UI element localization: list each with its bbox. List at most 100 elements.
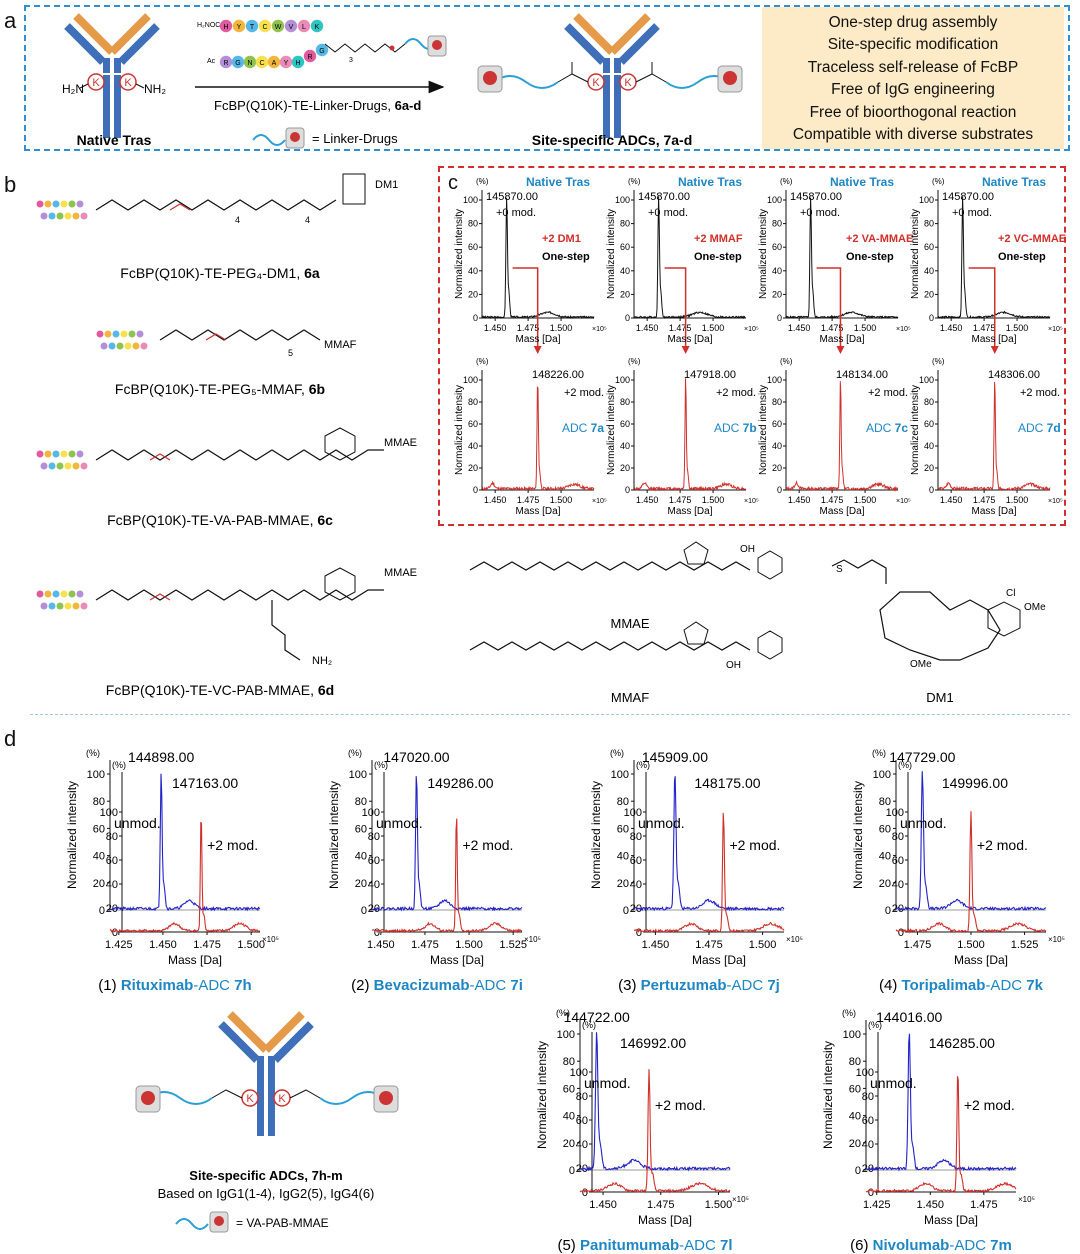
- spectrum-trace: [895, 811, 1047, 934]
- y-tick: 80: [772, 219, 782, 229]
- x-tick: 1.525: [499, 939, 527, 951]
- x-tick: 1.500: [854, 323, 877, 333]
- mod-label: +2 mod.: [977, 837, 1028, 853]
- unmod-label: unmod.: [584, 1075, 631, 1091]
- y-tick: 20: [93, 878, 105, 890]
- y-tick: 100: [362, 807, 380, 819]
- y-tick: 20: [620, 463, 630, 473]
- y-tick: 20: [620, 289, 630, 299]
- x-tick: 1.500: [705, 1199, 733, 1211]
- y-tick: 60: [772, 242, 782, 252]
- peptide-bead: [284, 19, 298, 33]
- peptide-bead: [310, 19, 324, 33]
- y-tick: 100: [615, 375, 630, 385]
- x-tick: 1.500: [1006, 323, 1029, 333]
- drug-label-6c: MMAE: [384, 437, 417, 449]
- peptide-residue: C: [262, 24, 267, 31]
- mod-label: +2 mod.: [655, 1097, 706, 1113]
- x-tick: 1.525: [1011, 939, 1039, 951]
- y-tick: 100: [624, 807, 642, 819]
- unmod-peak-label: 147020.00: [383, 749, 449, 765]
- spectrum-trace: [633, 196, 746, 320]
- y-tick: 0: [112, 927, 118, 939]
- percent-label: (%): [582, 1020, 596, 1030]
- y-tick: 80: [924, 397, 934, 407]
- product-label: Site-specific ADCs, 7a-d: [532, 132, 693, 148]
- x-tick: 1.475: [970, 1199, 998, 1211]
- percent-label: (%): [348, 748, 362, 758]
- peptide-bead: [258, 19, 272, 33]
- percent-label: (%): [628, 357, 641, 366]
- y-tick: 0: [777, 485, 782, 495]
- y-tick: 20: [772, 289, 782, 299]
- y-tick: 80: [892, 831, 904, 843]
- peptide-bead: [245, 19, 259, 33]
- y-tick: 0: [855, 1165, 861, 1177]
- x-scale: ×10⁵: [592, 498, 607, 505]
- x-scale: ×10⁵: [744, 326, 759, 333]
- y-tick: 20: [563, 1138, 575, 1150]
- y-tick: 40: [576, 1139, 588, 1151]
- x-scale: ×10⁵: [896, 498, 911, 505]
- x-tick: 1.475: [904, 939, 932, 951]
- unmod-peak-label: 144898.00: [128, 749, 194, 765]
- svg-text:K: K: [278, 1093, 286, 1105]
- panel-letter-c: c: [448, 172, 458, 194]
- peptide-bottom-prefix: Ac: [207, 58, 216, 65]
- x-tick: 1.500: [854, 495, 877, 505]
- compound-6d-label: FcBP(Q10K)-TE-VC-PAB-MMAE, 6d: [106, 682, 334, 698]
- unmod-peak-label: 145909.00: [642, 749, 708, 765]
- y-tick: 0: [929, 313, 934, 323]
- adc-id-label: ADC 7b: [714, 421, 757, 435]
- x-scale: ×10⁵: [262, 935, 279, 944]
- svg-text:K: K: [624, 77, 632, 89]
- y-tick: 0: [777, 313, 782, 323]
- y-tick: 100: [843, 1029, 861, 1041]
- x-tick: 1.475: [647, 1199, 675, 1211]
- y-tick: 60: [620, 242, 630, 252]
- y-axis-label: Normalized intensity: [454, 209, 465, 299]
- y-tick: 40: [355, 851, 367, 863]
- mod-peak-label: 149996.00: [942, 775, 1008, 791]
- lysine-label: K: [92, 77, 100, 89]
- panel-letter-a: a: [4, 8, 17, 33]
- drug-label-6a: DM1: [375, 179, 398, 191]
- x-scale: ×10⁵: [1018, 1195, 1035, 1204]
- feature-list: One-step drug assembly Site-specific mod…: [762, 12, 1064, 146]
- y-tick: 40: [924, 266, 934, 276]
- x-axis-label: Mass [Da]: [515, 506, 560, 517]
- y-tick: 40: [106, 879, 118, 891]
- y-tick: 60: [355, 823, 367, 835]
- x-axis-label: Mass [Da]: [692, 953, 746, 967]
- peptide-residue: A: [272, 60, 277, 67]
- x-axis-label: Mass [Da]: [819, 506, 864, 517]
- x-axis-label: Mass [Da]: [971, 334, 1016, 345]
- spectrum-trace: [865, 1033, 1017, 1172]
- svg-text:5: 5: [288, 348, 293, 358]
- percent-label: (%): [868, 1020, 882, 1030]
- svg-text:4: 4: [305, 215, 310, 225]
- y-tick: 60: [106, 855, 118, 867]
- y-tick: 60: [924, 419, 934, 429]
- x-scale: ×10⁵: [1048, 935, 1065, 944]
- y-tick: 80: [620, 219, 630, 229]
- x-tick: 1.450: [788, 323, 811, 333]
- y-tick: 80: [879, 796, 891, 808]
- spectrum-trace: [937, 381, 1051, 492]
- y-tick: 80: [106, 831, 118, 843]
- y-tick: 40: [849, 1111, 861, 1123]
- one-step-label: One-step: [542, 251, 590, 263]
- y-tick: 60: [879, 823, 891, 835]
- mod-peak-label: 147163.00: [172, 775, 238, 791]
- scheme-subtitle: Based on IgG1(1-4), IgG2(5), IgG4(6): [158, 1186, 375, 1201]
- reagent-label: FcBP(Q10K)-TE-Linker-Drugs, 6a-d: [214, 98, 421, 113]
- peptide-bead: [231, 55, 245, 69]
- x-tick: 1.475: [517, 323, 540, 333]
- percent-label: (%): [780, 177, 793, 186]
- y-tick: 100: [87, 769, 105, 781]
- y-tick: 40: [630, 879, 642, 891]
- percent-label: (%): [476, 177, 489, 186]
- native-tras-title: Native Tras: [982, 175, 1046, 189]
